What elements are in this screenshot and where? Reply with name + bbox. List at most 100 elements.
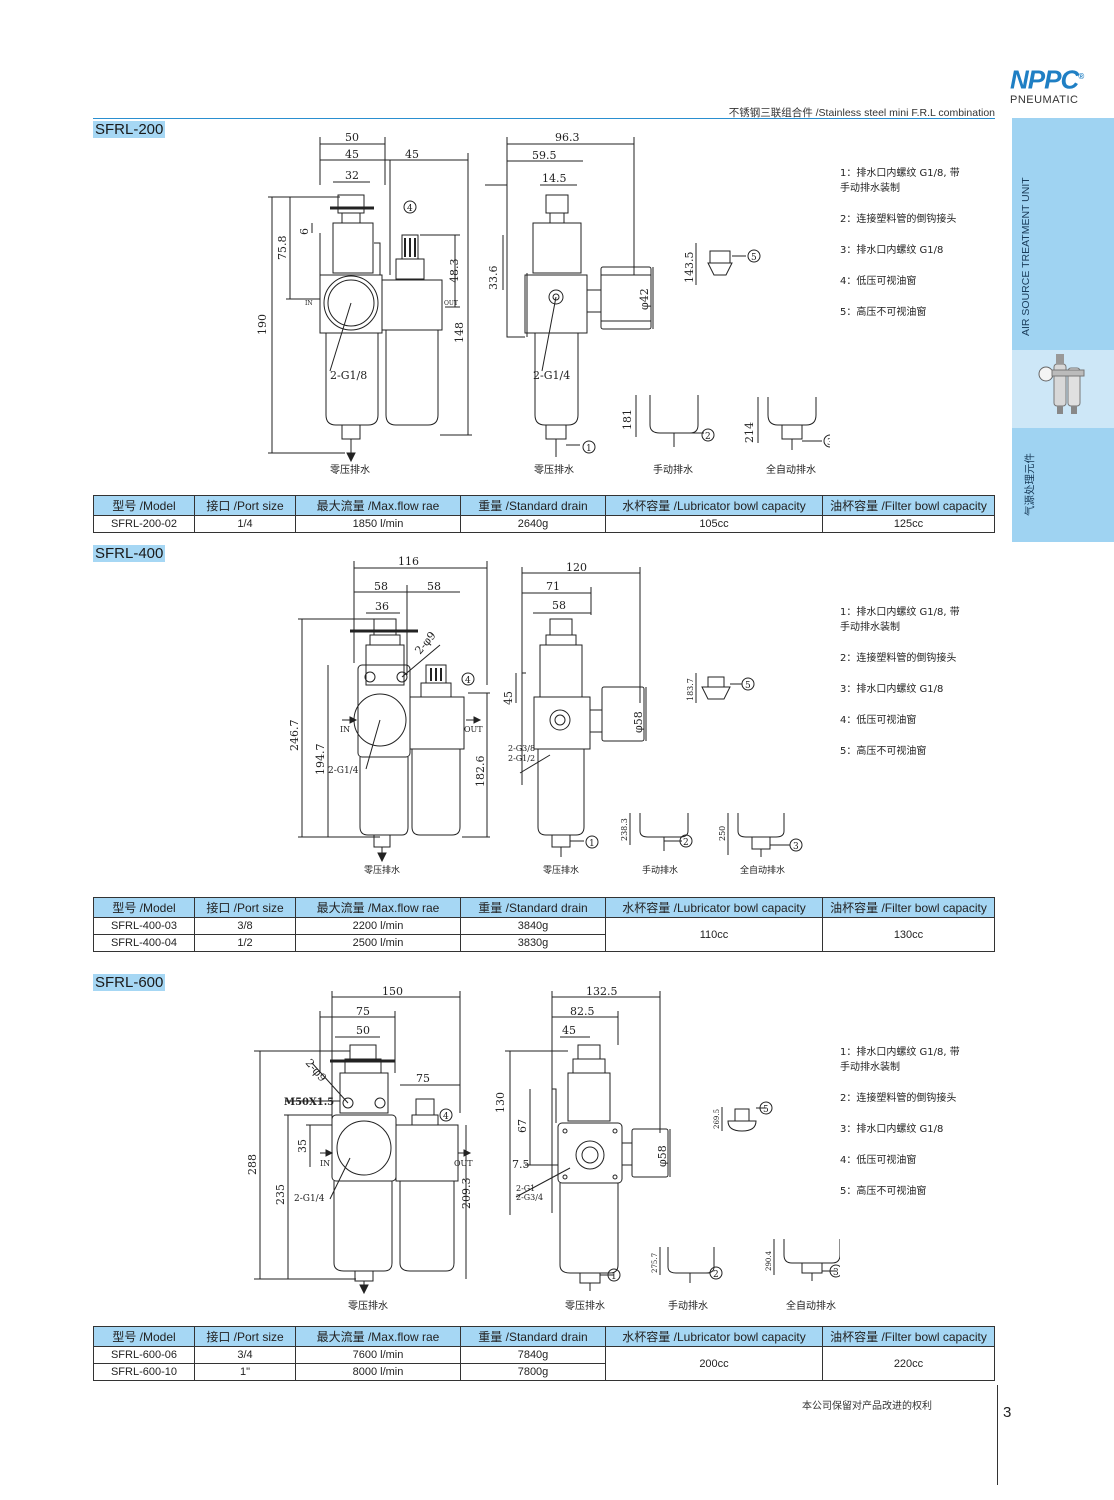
thread-label: M50X1.5 <box>284 1097 334 1108</box>
svg-text:5: 5 <box>751 253 757 263</box>
caption-zero-drain: 零压排水 <box>364 864 400 876</box>
out-label: OUT <box>454 1159 473 1168</box>
dim-label: 82.5 <box>570 1005 595 1018</box>
dim-label: 148 <box>453 322 466 343</box>
page-number: 3 <box>1003 1404 1012 1421</box>
dim-label: 214 <box>743 422 756 443</box>
dim-label: 275.7 <box>651 1253 659 1273</box>
out-label: OUT <box>464 725 483 734</box>
col-header: 重量 /Standard drain <box>460 897 606 918</box>
dim-label: 6 <box>298 228 311 235</box>
legend-item-1-cont: 手动排水装制 <box>840 622 900 633</box>
col-header: 最大流量 /Max.flow rae <box>295 897 461 918</box>
col-header: 油杯容量 /Filter bowl capacity <box>822 897 995 918</box>
legend-item-4: 4：低压可视油窗 <box>840 276 917 287</box>
caption-zero-drain: 零压排水 <box>543 864 579 876</box>
port-label: 2-G1/4 <box>533 369 570 382</box>
col-header: 接口 /Port size <box>194 495 296 516</box>
dim-label: φ58 <box>632 711 645 733</box>
page-number-divider <box>997 1385 998 1485</box>
col-header: 最大流量 /Max.flow rae <box>295 495 461 516</box>
dim-label: 250 <box>718 826 727 841</box>
logo-subtitle: PNEUMATIC <box>1010 93 1079 106</box>
dim-label: 181 <box>621 409 634 430</box>
dim-label: 246.7 <box>290 720 301 752</box>
legend-item-1-cont: 手动排水装制 <box>840 183 900 194</box>
port-label: 2-G1 <box>516 1184 535 1193</box>
dim-label: 7.5 <box>512 1158 530 1171</box>
port-label: 2-G1/4 <box>328 766 359 776</box>
port-label: 2-G3/4 <box>516 1193 543 1202</box>
svg-text:4: 4 <box>407 204 413 214</box>
table-row: SFRL-600-06 3/4 7600 l/min 7840g 200cc 2… <box>93 1346 995 1381</box>
dim-label: 50 <box>345 131 359 144</box>
dim-label: 120 <box>566 561 587 574</box>
svg-text:2: 2 <box>705 432 711 442</box>
svg-text:5: 5 <box>745 681 751 691</box>
dim-label: 182.6 <box>474 756 487 788</box>
dim-label: 183.7 <box>686 678 695 701</box>
legend-item-5: 5：高压不可视油窗 <box>840 746 927 757</box>
dim-label: 2-φ9 <box>303 1057 329 1085</box>
caption-zero-drain: 零压排水 <box>348 1299 388 1312</box>
dim-label: 45 <box>562 1024 576 1037</box>
dim-label: 194.7 <box>314 744 327 776</box>
port-label: 2-G3/8 <box>508 744 535 753</box>
svg-text:2: 2 <box>713 1270 719 1280</box>
dim-label: 130 <box>494 1092 507 1113</box>
col-header: 油杯容量 /Filter bowl capacity <box>822 495 995 516</box>
dim-label: 33.6 <box>487 266 500 291</box>
col-header: 最大流量 /Max.flow rae <box>295 1326 461 1347</box>
page-header-title: 不锈钢三联组合件 /Stainless steel mini F.R.L com… <box>728 107 995 119</box>
svg-text:3: 3 <box>793 842 799 852</box>
col-header: 水杯容量 /Lubricator bowl capacity <box>605 1326 823 1347</box>
dim-label: φ58 <box>656 1145 669 1167</box>
logo-mark: NPPC® <box>1010 64 1084 95</box>
section-title-sfrl-600: SFRL-600 <box>93 974 166 991</box>
sfrl-400-drawing: 116 58 58 36 2-φ9 246.7 194.7 182.6 2-G1… <box>290 555 803 876</box>
col-header: 型号 /Model <box>93 1326 195 1347</box>
legend-item-5: 5：高压不可视油窗 <box>840 307 927 318</box>
svg-text:4: 4 <box>465 676 471 686</box>
col-header: 油杯容量 /Filter bowl capacity <box>822 1326 995 1347</box>
col-header: 重量 /Standard drain <box>460 495 606 516</box>
svg-text:1: 1 <box>611 1272 617 1282</box>
dim-label: 150 <box>382 985 403 998</box>
dim-label: 14.5 <box>542 172 567 185</box>
dim-label: 32 <box>345 169 359 182</box>
in-label: IN <box>305 300 313 307</box>
caption-zero-drain: 零压排水 <box>565 1299 605 1312</box>
dim-label: 190 <box>256 314 269 335</box>
dim-label: 143.5 <box>683 252 696 284</box>
dim-label: 75.8 <box>276 236 289 261</box>
svg-text:3: 3 <box>827 438 830 448</box>
spec-table-sfrl-400: 型号 /Model 接口 /Port size 最大流量 /Max.flow r… <box>93 897 995 952</box>
dim-label: 58 <box>427 580 441 593</box>
dim-label: 48.3 <box>448 259 461 284</box>
table-row: SFRL-400-03 3/8 2200 l/min 3840g 110cc 1… <box>93 917 995 952</box>
side-label-cn: 气源处理元件 <box>1024 453 1036 516</box>
svg-text:5: 5 <box>763 1105 769 1115</box>
legend-item-2: 2：连接塑料管的倒钩接头 <box>840 1093 957 1104</box>
caption-auto-drain: 全自动排水 <box>786 1299 836 1312</box>
footer-rights-note: 本公司保留对产品改进的权利 <box>802 1401 932 1412</box>
legend-sfrl-200: 1：排水口内螺纹 G1/8, 带手动排水装制 2：连接塑料管的倒钩接头 3：排水… <box>840 166 960 336</box>
dim-label: 67 <box>516 1119 529 1133</box>
legend-item-5: 5：高压不可视油窗 <box>840 1186 927 1197</box>
caption-zero-drain: 零压排水 <box>330 463 370 476</box>
col-header: 重量 /Standard drain <box>460 1326 606 1347</box>
product-thumbnail <box>1012 350 1114 428</box>
sfrl-200-drawing: 50 45 45 32 75.8 6 190 48.3 148 2-G1/8 I… <box>256 131 830 476</box>
port-label: 2-G1/2 <box>508 754 535 763</box>
dim-label: 45 <box>405 148 419 161</box>
port-label: 2-G1/8 <box>330 369 367 382</box>
header-divider <box>93 118 995 119</box>
svg-text:2: 2 <box>683 838 689 848</box>
dim-label: 235 <box>274 1184 287 1205</box>
dim-label: 71 <box>546 580 560 593</box>
col-header: 水杯容量 /Lubricator bowl capacity <box>605 897 823 918</box>
dim-label: 132.5 <box>586 985 618 998</box>
sfrl-600-drawing: 150 75 50 75 2-φ9 M50X1.5 35 288 235 209… <box>246 985 840 1312</box>
legend-item-1: 1：排水口内螺纹 G1/8, 带 <box>840 1047 960 1058</box>
table-row: SFRL-400-04 1/2 2500 l/min 3830g <box>93 934 995 952</box>
